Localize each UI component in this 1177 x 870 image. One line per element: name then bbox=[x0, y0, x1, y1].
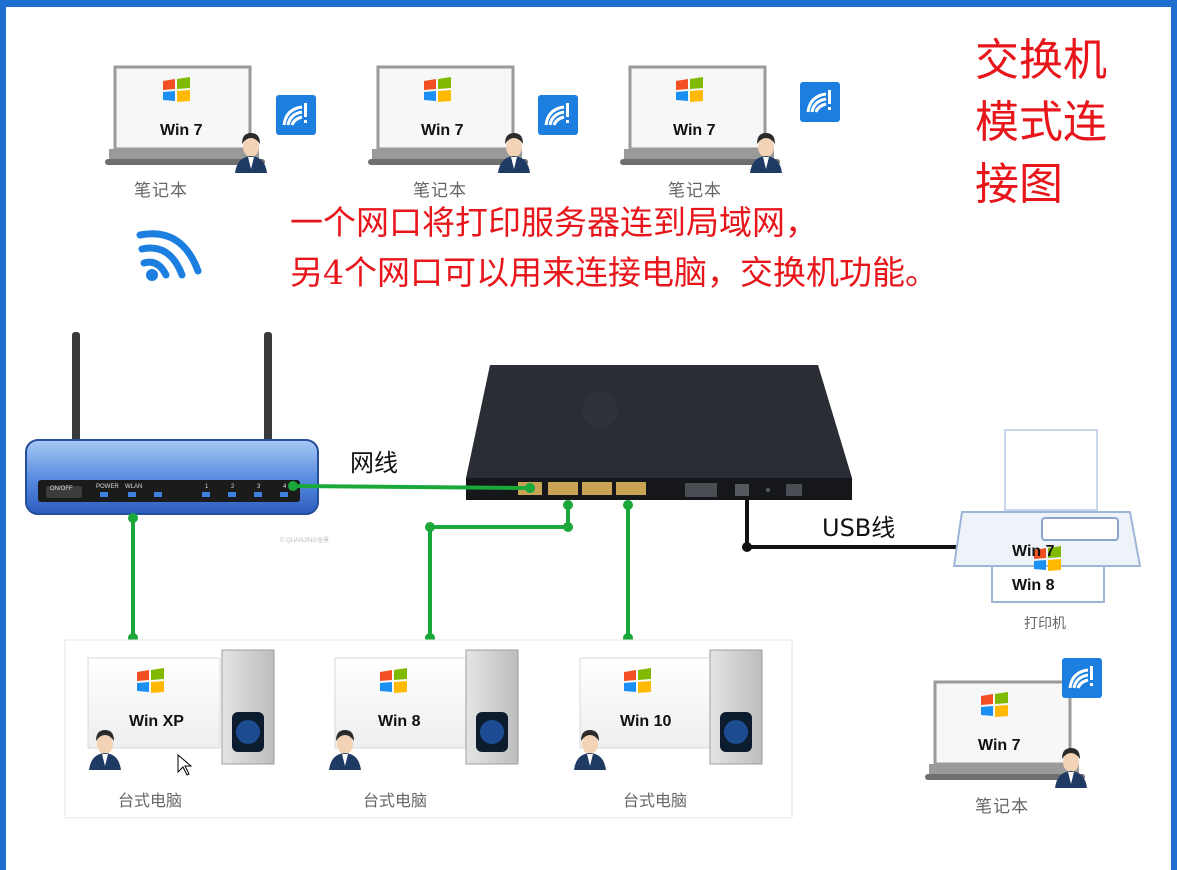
note-line-2: 另4个网口可以用来连接电脑，交换机功能。 bbox=[290, 253, 938, 292]
wifi-sign-icon bbox=[798, 80, 842, 124]
laptop-3-os: Win 7 bbox=[673, 122, 716, 139]
desktop-1 bbox=[87, 649, 275, 776]
desktop-1-os: Win XP bbox=[129, 713, 184, 730]
router-wlan-label: WLAN bbox=[125, 484, 142, 490]
network-cable-label: 网线 bbox=[350, 449, 398, 477]
note-line-1: 一个网口将打印服务器连到局域网， bbox=[290, 203, 818, 242]
wireless-router bbox=[25, 332, 319, 515]
wifi-sign-icon bbox=[536, 93, 580, 137]
desktop-1-caption: 台式电脑 bbox=[118, 791, 182, 810]
desktop-3-os: Win 10 bbox=[620, 713, 672, 730]
printer bbox=[952, 429, 1142, 603]
router-port-label: 3 bbox=[257, 484, 261, 490]
router-port-label: 1 bbox=[205, 484, 209, 490]
router-power-label: POWER bbox=[96, 484, 119, 490]
printer-paper-text-1: Win 7 bbox=[1012, 543, 1055, 560]
wifi-signal-icon bbox=[136, 230, 202, 281]
print-server bbox=[466, 365, 852, 500]
mouse-cursor-icon bbox=[177, 753, 193, 776]
printer-paper-text-2: Win 8 bbox=[1012, 577, 1055, 594]
laptop-1-caption: 笔记本 bbox=[134, 181, 188, 201]
laptop-2-caption: 笔记本 bbox=[413, 181, 467, 201]
laptop-3-caption: 笔记本 bbox=[668, 181, 722, 201]
antenna-left bbox=[72, 332, 80, 450]
router-port-label: 4 bbox=[283, 484, 287, 490]
usb-cable-label: USB线 bbox=[822, 514, 896, 542]
wifi-sign-icon bbox=[1060, 656, 1104, 700]
desktop-3-caption: 台式电脑 bbox=[623, 791, 687, 810]
laptop-4-caption: 笔记本 bbox=[975, 797, 1029, 817]
laptop-1-os: Win 7 bbox=[160, 122, 203, 139]
desktop-3 bbox=[574, 649, 763, 770]
antenna-right bbox=[264, 332, 272, 450]
laptop-2: Win 7 bbox=[368, 65, 530, 173]
desktop-2 bbox=[329, 649, 519, 770]
watermark: © QUANJING全景 bbox=[280, 536, 329, 544]
router-port-label: 2 bbox=[231, 484, 235, 490]
wifi-sign-icon bbox=[274, 93, 318, 137]
cable-router-to-server bbox=[292, 484, 531, 490]
desktop-2-caption: 台式电脑 bbox=[363, 791, 427, 810]
laptop-4-os: Win 7 bbox=[978, 737, 1021, 754]
laptop-4: Win 7 bbox=[925, 680, 1087, 788]
diagram-title: 交换机模式连接图 bbox=[975, 35, 1107, 210]
router-onoff-label: ON/OFF bbox=[50, 486, 73, 492]
laptop-1: Win 7 bbox=[105, 65, 267, 173]
desktop-2-os: Win 8 bbox=[378, 713, 421, 730]
laptop-3: Win 7 bbox=[620, 65, 782, 173]
printer-caption: 打印机 bbox=[1024, 615, 1066, 632]
laptop-2-os: Win 7 bbox=[421, 122, 464, 139]
ethernet-cables bbox=[131, 484, 630, 638]
cable-server-to-pc2 bbox=[428, 503, 570, 638]
